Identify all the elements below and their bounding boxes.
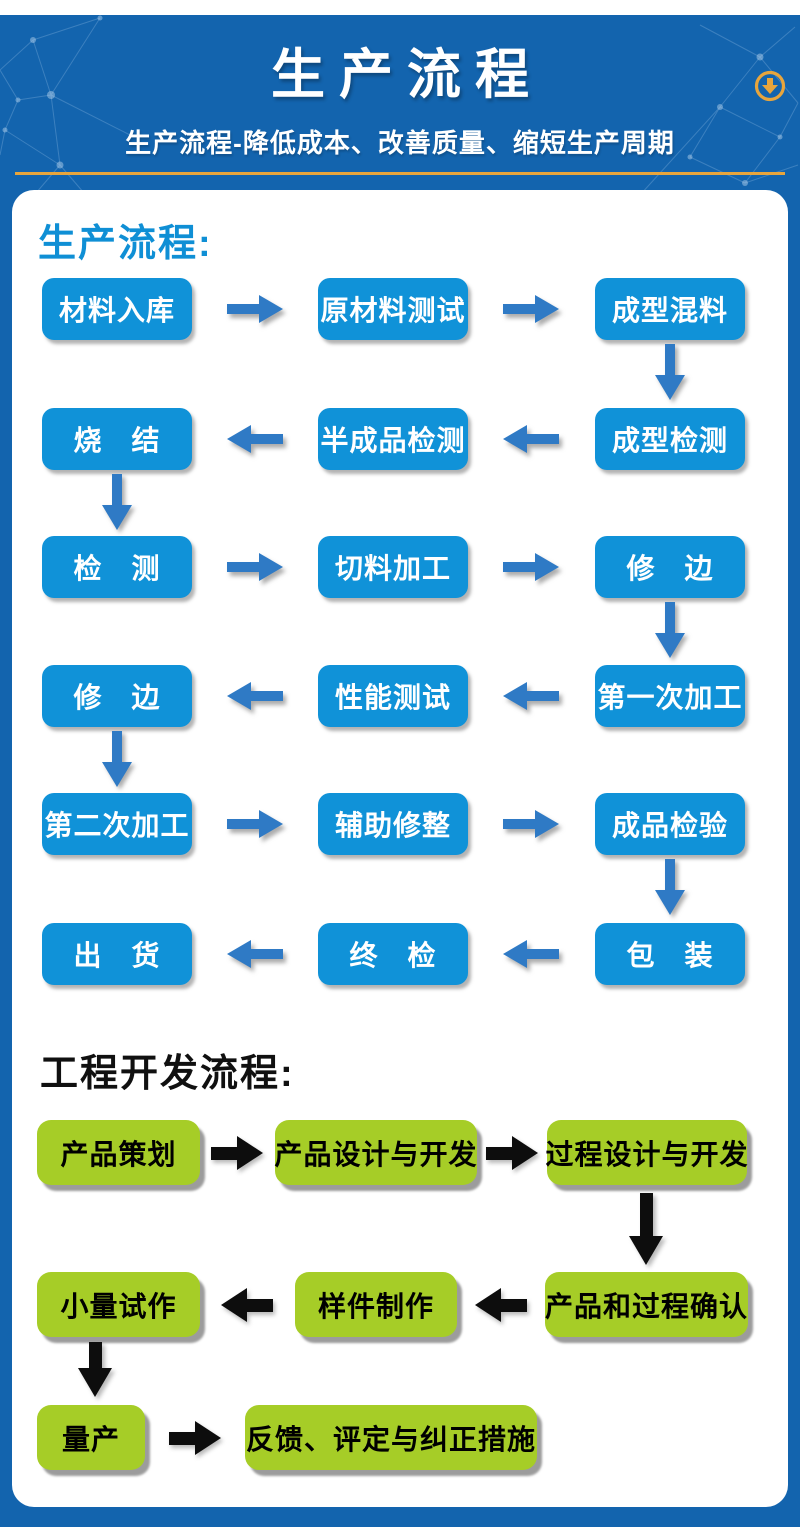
arrow-right-icon [486,1136,538,1170]
arrow-right-icon [503,553,559,581]
arrow-right-icon [169,1421,221,1455]
arrow-left-icon [503,682,559,710]
flow-step-box: 半成品检测 [318,408,468,470]
arrow-left-icon [227,425,283,453]
arrow-right-icon [227,553,283,581]
flow-step-box: 样件制作 [295,1272,457,1337]
flow-step-box: 材料入库 [42,278,192,340]
arrow-down-icon [655,602,685,658]
arrow-left-icon [227,682,283,710]
flow-step-box: 原材料测试 [318,278,468,340]
flow-step-box: 成型混料 [595,278,745,340]
arrow-down-icon [655,859,685,915]
production-flow-heading: 生产流程: [38,223,213,265]
arrow-left-icon [503,425,559,453]
flow-step-box: 产品策划 [37,1120,200,1185]
flow-step-box: 反馈、评定与纠正措施 [245,1405,537,1470]
flow-step-box: 产品设计与开发 [275,1120,477,1185]
flow-step-box: 终 检 [318,923,468,985]
arrow-left-icon [503,940,559,968]
arrow-right-icon [227,295,283,323]
flow-step-box: 成型检测 [595,408,745,470]
flow-step-box: 烧 结 [42,408,192,470]
arrow-right-icon [503,295,559,323]
blue-banner-area: 生产流程 生产流程-降低成本、改善质量、缩短生产周期 生产流程: 材料入库 原材… [0,15,800,1527]
flow-step-box: 辅助修整 [318,793,468,855]
arrow-down-icon [655,344,685,400]
flow-step-box: 切料加工 [318,536,468,598]
arrow-down-icon [78,1342,112,1397]
flow-step-box: 第二次加工 [42,793,192,855]
flow-step-box: 过程设计与开发 [546,1120,748,1185]
flow-step-box: 性能测试 [318,665,468,727]
flow-step-box: 出 货 [42,923,192,985]
arrow-left-icon [227,940,283,968]
arrow-down-icon [102,731,132,787]
page-title: 生产流程 [271,45,543,105]
flow-step-box: 修 边 [42,665,192,727]
page-subtitle: 生产流程-降低成本、改善质量、缩短生产周期 [125,128,675,158]
flow-step-box: 成品检验 [595,793,745,855]
arrow-right-icon [503,810,559,838]
flow-step-box: 第一次加工 [595,665,745,727]
arrow-right-icon [227,810,283,838]
engineering-flow-heading: 工程开发流程: [40,1053,295,1095]
flow-step-box: 包 装 [595,923,745,985]
flow-step-box: 小量试作 [37,1272,200,1337]
top-white-strip [0,0,800,15]
content-card: 生产流程: 材料入库 原材料测试 成型混料 烧 结 半成品检测 成型检测 检 测… [12,190,788,1507]
flow-step-box: 量产 [37,1405,145,1470]
flow-step-box: 检 测 [42,536,192,598]
flow-step-box: 产品和过程确认 [545,1272,748,1337]
gold-divider [15,172,785,175]
arrow-left-icon [221,1288,273,1322]
arrow-down-icon [629,1193,663,1265]
flow-step-box: 修 边 [595,536,745,598]
arrow-right-icon [211,1136,263,1170]
download-circle-icon [754,70,786,102]
arrow-down-icon [102,474,132,530]
arrow-left-icon [475,1288,527,1322]
